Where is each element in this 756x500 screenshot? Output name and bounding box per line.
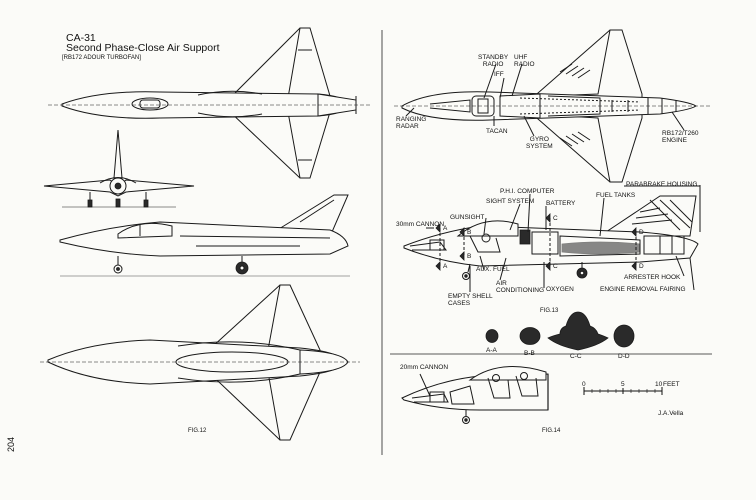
cross-sections [485, 311, 635, 351]
label-30mm-cannon: 30mm CANNON [396, 221, 445, 228]
fig12-caption: FIG.12 [188, 428, 207, 434]
label-ranging-radar: RANGING RADAR [396, 116, 427, 130]
fig13-side-cutaway [403, 185, 701, 292]
label-engine-removal-fairing: ENGINE REMOVAL FAIRING [600, 286, 686, 293]
label-gyro-system: GYRO SYSTEM [526, 136, 553, 150]
label-20mm-cannon: 20mm CANNON [400, 364, 449, 371]
page-number: 204 [6, 436, 16, 452]
section-c-shape [547, 311, 609, 351]
fig13-caption: FIG.13 [540, 308, 559, 314]
label-standby-radio: STANDBY RADIO [478, 54, 509, 68]
section-caption-b: B-B [524, 350, 535, 357]
section-marker-d-bottom: D [639, 263, 644, 270]
aircraft-designation: CA-31 [66, 32, 96, 44]
label-engine: RB172/T260 ENGINE [662, 130, 699, 144]
label-empty-shell-cases: EMPTY SHELL CASES [448, 293, 493, 307]
scale-label-unit: FEET [663, 381, 680, 388]
side-view [59, 194, 350, 277]
section-marker-b-bottom: B [467, 253, 472, 260]
front-view [43, 129, 195, 208]
section-marker-c-bottom: C [553, 263, 558, 270]
section-a-shape [485, 329, 499, 343]
label-fuel-tanks: FUEL TANKS [596, 192, 636, 199]
section-marker-d-top: D [639, 229, 644, 236]
label-gunsight: GUNSIGHT [450, 214, 485, 221]
section-caption-a: A-A [486, 347, 497, 354]
section-marker-c-top: C [553, 215, 558, 222]
label-iff: IFF [494, 71, 504, 78]
label-oxygen: OXYGEN [546, 286, 574, 293]
label-battery: BATTERY [546, 200, 576, 207]
fig13-top-cutaway [394, 29, 712, 183]
aircraft-role: Second Phase-Close Air Support [66, 42, 220, 54]
artist-signature: J.A.Vella [658, 410, 684, 417]
section-caption-d: D-D [618, 353, 630, 360]
label-phi-computer: P.H.I. COMPUTER [500, 188, 555, 195]
scale-label-5: 5 [621, 381, 625, 388]
section-marker-b-top: B [467, 229, 472, 236]
label-uhf-radio: UHF RADIO [514, 54, 535, 68]
planform-lower [40, 284, 360, 441]
scale-label-0: 0 [582, 381, 586, 388]
label-tacan: TACAN [486, 128, 508, 135]
section-caption-c: C-C [570, 353, 582, 360]
planform-upper [48, 27, 370, 179]
section-d-shape [613, 324, 635, 348]
label-aux-fuel: AUX. FUEL [476, 266, 510, 273]
fig14-two-seat-cutaway [401, 366, 549, 424]
label-air-conditioning: AIR CONDITIONING [496, 280, 545, 294]
label-parabrake-housing: PARABRAKE HOUSING [626, 181, 698, 188]
section-marker-a-bottom: A [443, 263, 448, 270]
label-arrester-hook: ARRESTER HOOK [624, 274, 681, 281]
section-marker-a-top: A [443, 225, 448, 232]
label-sight-system: SIGHT SYSTEM [486, 198, 535, 205]
scale-label-10: 10 [655, 381, 663, 388]
engine-note: [RB172 ADOUR TURBOFAN] [62, 55, 141, 61]
section-b-shape [519, 327, 541, 345]
fig14-caption: FIG.14 [542, 428, 561, 434]
scale-bar [583, 387, 663, 395]
